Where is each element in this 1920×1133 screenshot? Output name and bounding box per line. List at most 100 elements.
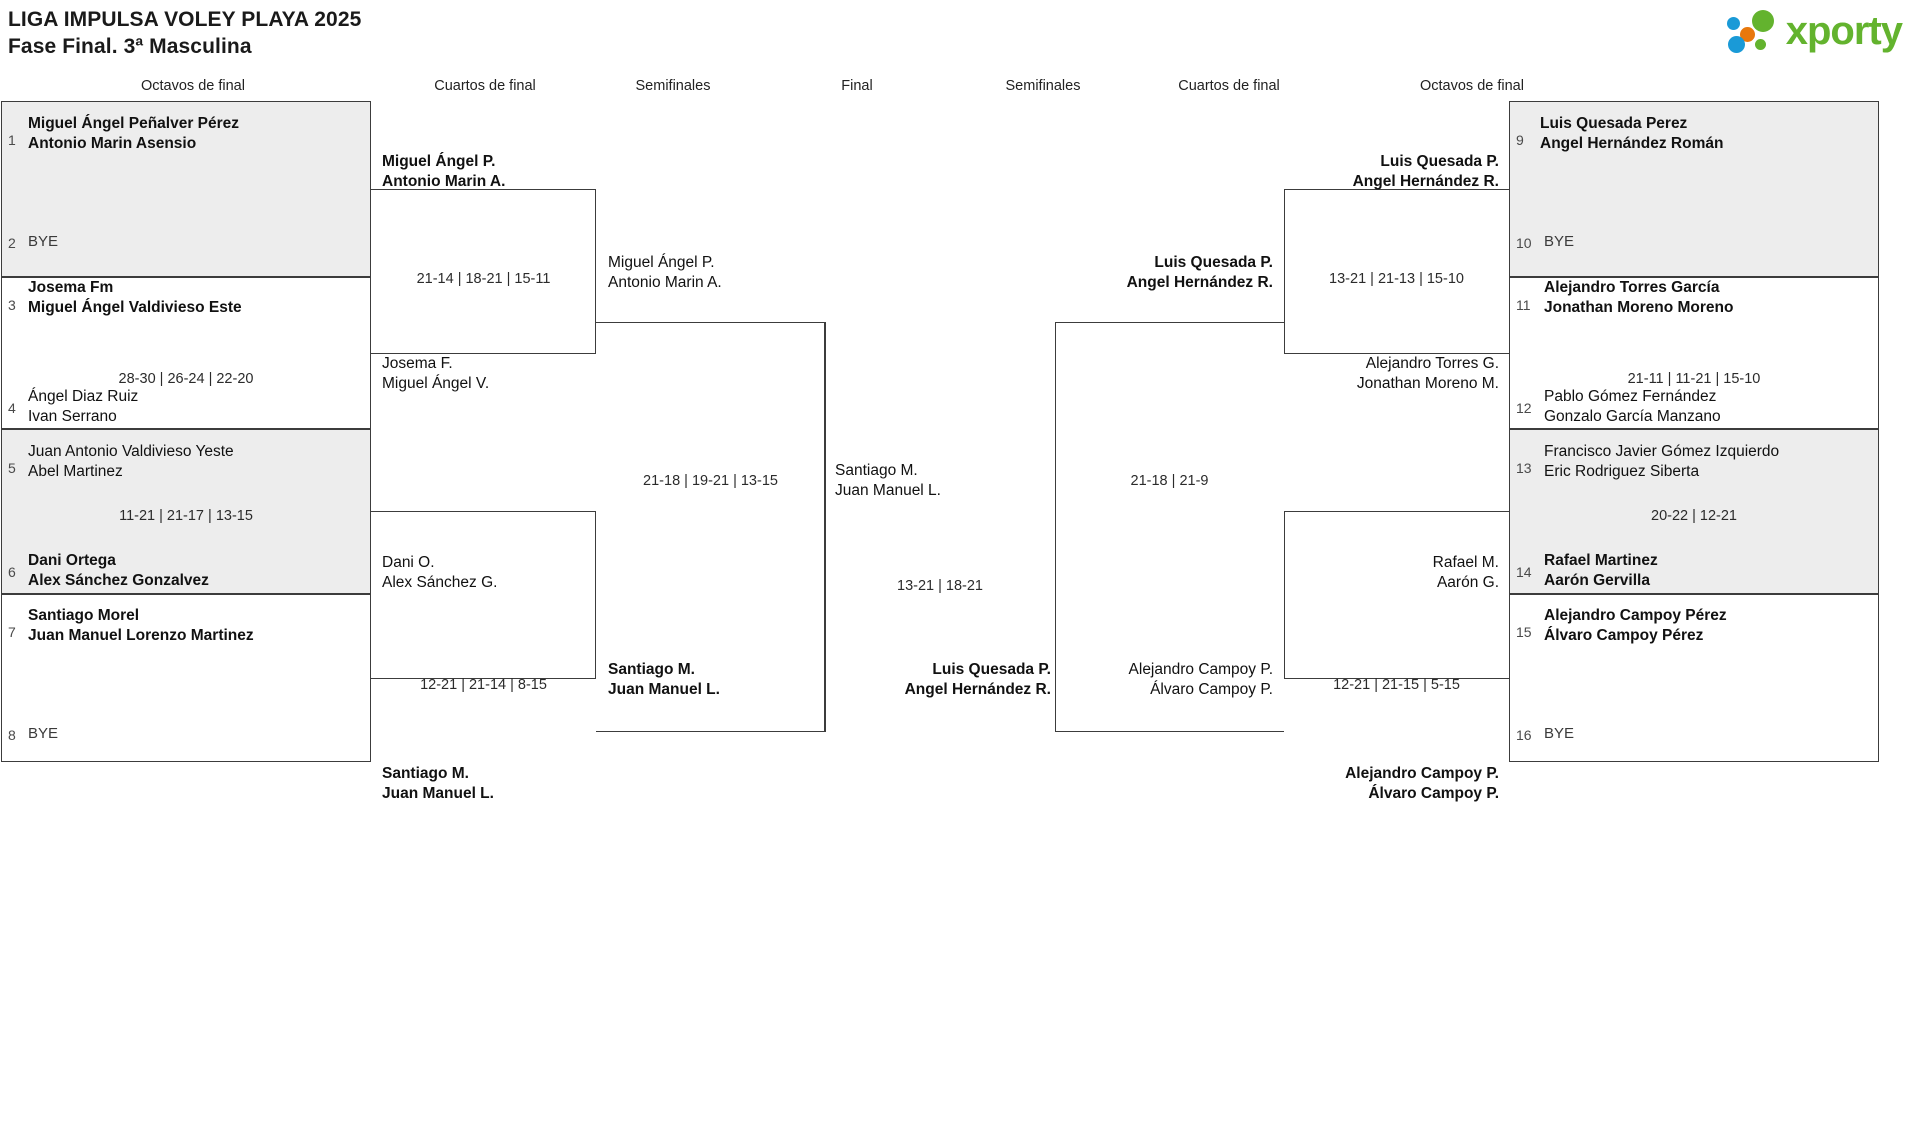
seed-number: 2	[8, 235, 16, 251]
player-line-2: Angel Hernández R.	[1352, 172, 1499, 190]
match-score: 12-21 | 21-14 | 8-15	[420, 677, 547, 693]
player-line-1: Alejandro Campoy Pérez	[1544, 607, 1727, 624]
player-line-2: Álvaro Campoy P.	[1150, 680, 1273, 698]
seed-number: 10	[1516, 235, 1532, 251]
match-box-r16-r1[interactable]	[1509, 101, 1879, 277]
seed-number: 14	[1516, 564, 1532, 580]
team-name: Miguel Ángel P. Antonio Marin A.	[382, 152, 597, 191]
player-line-1: Josema F.	[382, 355, 453, 372]
match-score: 21-18 | 19-21 | 13-15	[643, 473, 778, 489]
team-name: BYE	[1544, 233, 1575, 250]
match-box-r16-r3[interactable]	[1509, 429, 1879, 594]
final-score: 13-21 | 18-21	[897, 578, 983, 594]
match-score: 21-14 | 18-21 | 15-11	[416, 271, 551, 287]
team-name: Rafael M. Aarón G.	[1294, 553, 1499, 592]
player-line-1: Santiago Morel	[28, 607, 140, 624]
team-name: Rafael Martinez Aarón Gervilla	[1544, 551, 1874, 590]
player-line-1: Santiago M.	[608, 661, 695, 678]
player-line-1: Miguel Ángel P.	[608, 254, 715, 271]
tournament-title: LIGA IMPULSA VOLEY PLAYA 2025	[8, 8, 362, 31]
player-line-2: Angel Hernández R.	[904, 680, 1051, 698]
team-name: Josema Fm Miguel Ángel Valdivieso Este	[28, 278, 358, 317]
player-line-2: Jonathan Moreno Moreno	[1544, 298, 1734, 316]
logo-wordmark: xporty	[1785, 9, 1903, 53]
round-header-final: Final	[841, 78, 873, 94]
team-name: Luis Quesada P. Angel Hernández R.	[1068, 253, 1273, 292]
team-name: Dani Ortega Alex Sánchez Gonzalvez	[28, 551, 358, 590]
seed-number: 8	[8, 727, 16, 743]
match-score: 11-21 | 21-17 | 13-15	[119, 508, 253, 524]
match-score: 13-21 | 21-13 | 15-10	[1329, 271, 1464, 287]
seed-number: 13	[1516, 460, 1532, 476]
player-line-1: Alejandro Torres García	[1544, 279, 1720, 296]
player-line-1: Alejandro Torres G.	[1365, 355, 1499, 372]
player-line-1: Ángel Diaz Ruiz	[28, 388, 139, 405]
player-line-2: Antonio Marin Asensio	[28, 134, 197, 152]
player-line-2: Antonio Marin A.	[382, 172, 506, 190]
player-line-1: Luis Quesada P.	[932, 661, 1051, 678]
connector-qf-r2	[1284, 511, 1509, 679]
player-line-2: Eric Rodriguez Siberta	[1544, 462, 1700, 480]
logo-dots-icon	[1726, 8, 1782, 54]
match-score: 21-11 | 11-21 | 15-10	[1627, 371, 1761, 387]
team-name-final-left: Santiago M. Juan Manuel L.	[835, 461, 1040, 500]
seed-number: 15	[1516, 624, 1532, 640]
player-line-1: Luis Quesada P.	[1380, 153, 1499, 170]
seed-number: 9	[1516, 132, 1524, 148]
match-box-r16-r2[interactable]	[1509, 277, 1879, 429]
seed-number: 4	[8, 400, 16, 416]
player-line-2: Álvaro Campoy Pérez	[1544, 626, 1704, 644]
seed-number: 11	[1516, 297, 1531, 313]
team-name: BYE	[28, 233, 59, 250]
seed-number: 5	[8, 460, 16, 476]
player-line-2: Jonathan Moreno M.	[1356, 374, 1499, 392]
player-line-1: Alejandro Campoy P.	[1128, 661, 1273, 678]
player-line-1: Josema Fm	[28, 279, 114, 296]
player-line-2: Ivan Serrano	[28, 407, 117, 425]
seed-number: 16	[1516, 727, 1532, 743]
match-box-r16-l1[interactable]	[1, 101, 371, 277]
seed-number: 3	[8, 297, 16, 313]
team-name: Luis Quesada P. Angel Hernández R.	[1294, 152, 1499, 191]
match-box-r16-l4[interactable]	[1, 594, 371, 762]
player-line-1: Rafael M.	[1432, 554, 1499, 571]
player-line-2: Abel Martinez	[28, 462, 123, 480]
team-name: Alejandro Campoy P. Álvaro Campoy P.	[1068, 660, 1273, 699]
page-title: LIGA IMPULSA VOLEY PLAYA 2025 Fase Final…	[8, 6, 361, 60]
player-line-2: Juan Manuel Lorenzo Martinez	[28, 626, 254, 644]
player-line-2: Aarón Gervilla	[1544, 571, 1650, 589]
tournament-subtitle: Fase Final. 3ª Masculina	[8, 35, 252, 58]
match-score: 20-22 | 12-21	[1651, 508, 1737, 524]
team-name: Francisco Javier Gómez Izquierdo Eric Ro…	[1544, 442, 1884, 481]
round-header-sf-right: Semifinales	[1005, 78, 1081, 94]
round-header-qf-left: Cuartos de final	[434, 78, 536, 94]
connector-qf-l1	[371, 189, 596, 354]
match-box-r16-l2[interactable]	[1, 277, 371, 429]
round-header-r16-right: Octavos de final	[1420, 78, 1524, 94]
round-header-sf-left: Semifinales	[635, 78, 711, 94]
match-score: 28-30 | 26-24 | 22-20	[118, 371, 254, 387]
match-box-r16-l3[interactable]	[1, 429, 371, 594]
player-line-1: Dani O.	[382, 554, 435, 571]
player-line-2: Miguel Ángel V.	[382, 374, 490, 392]
player-line-2: Miguel Ángel Valdivieso Este	[28, 298, 242, 316]
team-name: BYE	[1544, 725, 1575, 742]
team-name: Josema F. Miguel Ángel V.	[382, 354, 597, 393]
seed-number: 1	[8, 132, 16, 148]
player-line-1: Miguel Ángel P.	[382, 153, 496, 170]
team-name: Luis Quesada Perez Angel Hernández Román	[1540, 114, 1870, 153]
connector-sf-r	[1055, 322, 1284, 732]
player-line-2: Aarón G.	[1436, 573, 1499, 591]
team-name: Santiago M. Juan Manuel L.	[382, 764, 597, 803]
match-box-r16-r4[interactable]	[1509, 594, 1879, 762]
team-name: Ángel Diaz Ruiz Ivan Serrano	[28, 387, 358, 426]
player-line-2: Álvaro Campoy P.	[1368, 784, 1499, 802]
team-name: Miguel Ángel Peñalver Pérez Antonio Mari…	[28, 114, 358, 153]
round-header-qf-right: Cuartos de final	[1178, 78, 1280, 94]
connector-qf-l2	[371, 511, 596, 679]
team-name: Alejandro Torres G. Jonathan Moreno M.	[1294, 354, 1499, 393]
team-name: Santiago M. Juan Manuel L.	[608, 660, 823, 699]
xporty-logo: xporty	[1726, 6, 1903, 56]
team-name: Juan Antonio Valdivieso Yeste Abel Marti…	[28, 442, 358, 481]
